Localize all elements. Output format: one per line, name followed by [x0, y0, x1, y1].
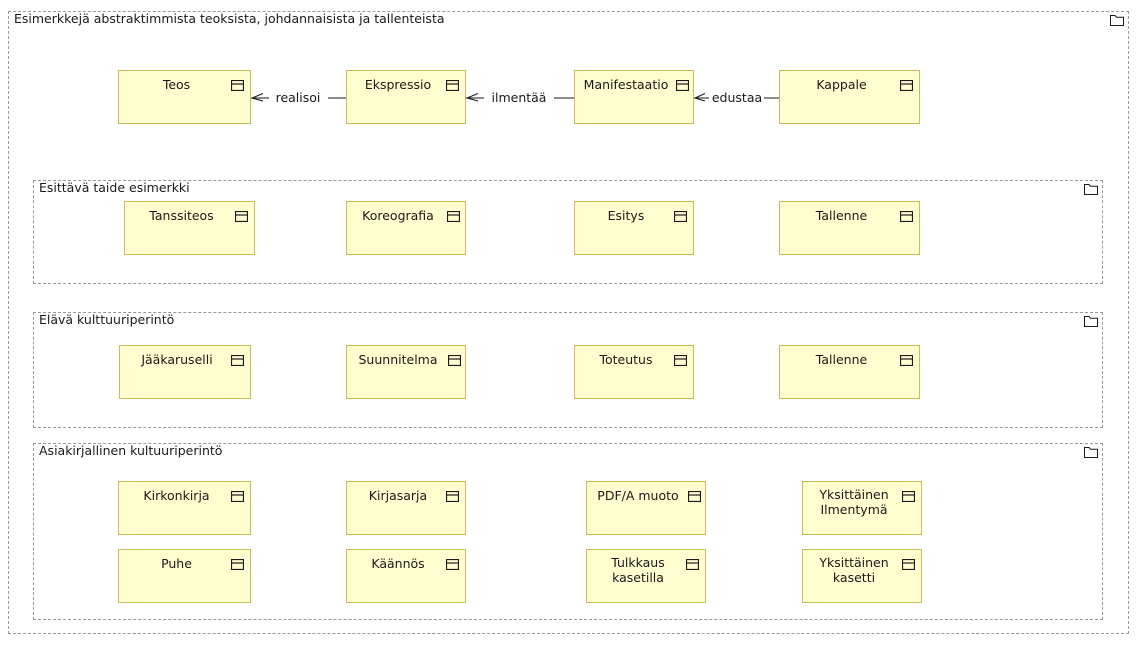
node-label: PDF/A muoto	[597, 488, 679, 503]
folder-icon	[1084, 184, 1098, 195]
node-esitys[interactable]: Esitys	[574, 201, 694, 255]
node-kaannos[interactable]: Käännös	[346, 549, 466, 603]
class-icon	[674, 211, 687, 222]
folder-icon	[1084, 447, 1098, 458]
node-label: Yksittäinen kasetti	[819, 555, 889, 585]
node-label: Koreografia	[362, 208, 434, 223]
node-kirkonkirja[interactable]: Kirkonkirja	[118, 481, 251, 535]
connector-ilmentaa	[466, 93, 574, 102]
node-teos[interactable]: Teos	[118, 70, 251, 124]
node-label: Kappale	[816, 77, 867, 92]
class-icon	[446, 559, 459, 570]
frame-living-heritage	[33, 312, 1103, 428]
node-label: Toteutus	[599, 352, 653, 367]
class-icon	[446, 80, 459, 91]
node-label: Tallenne	[815, 208, 868, 223]
connector-label-ilmentaa: ilmentää	[491, 90, 547, 105]
node-label: Teos	[162, 77, 191, 92]
connector-edustaa	[694, 93, 779, 102]
frame-title-living-heritage: Elävä kulttuuriperintö	[37, 312, 177, 327]
class-icon	[447, 211, 460, 222]
node-label: Tulkkaus kasetilla	[611, 555, 665, 585]
class-icon	[235, 211, 248, 222]
node-tulkkaus-kasetilla[interactable]: Tulkkaus kasetilla	[586, 549, 706, 603]
class-icon	[900, 211, 913, 222]
node-manifestaatio[interactable]: Manifestaatio	[574, 70, 694, 124]
folder-icon	[1084, 316, 1098, 327]
node-label: Kirjasarja	[368, 488, 428, 503]
node-yksittainen-ilmentyma[interactable]: Yksittäinen Ilmentymä	[802, 481, 922, 535]
node-pdfa-muoto[interactable]: PDF/A muoto	[586, 481, 706, 535]
class-icon	[446, 491, 459, 502]
class-icon	[900, 355, 913, 366]
frame-title-performing-arts: Esittävä taide esimerkki	[37, 180, 192, 195]
node-label: Kirkonkirja	[143, 488, 210, 503]
node-kappale[interactable]: Kappale	[779, 70, 920, 124]
node-tallenne-living[interactable]: Tallenne	[779, 345, 920, 399]
node-label: Ekspressio	[364, 77, 432, 92]
frame-documentary-heritage	[33, 443, 1103, 620]
node-label: Jääkaruselli	[141, 352, 213, 367]
node-tallenne-performing[interactable]: Tallenne	[779, 201, 920, 255]
node-puhe[interactable]: Puhe	[118, 549, 251, 603]
class-icon	[686, 559, 699, 570]
frame-abstract-works	[8, 11, 1129, 634]
node-label: Puhe	[161, 556, 192, 571]
node-label: Manifestaatio	[583, 77, 669, 92]
node-label: Suunnitelma	[358, 352, 438, 367]
node-label: Tallenne	[815, 352, 868, 367]
node-label: Käännös	[371, 556, 425, 571]
class-icon	[902, 559, 915, 570]
class-icon	[231, 491, 244, 502]
node-label: Tanssiteos	[149, 208, 214, 223]
class-icon	[674, 355, 687, 366]
node-tanssiteos[interactable]: Tanssiteos	[124, 201, 255, 255]
connector-label-edustaa: edustaa	[711, 90, 763, 105]
node-suunnitelma[interactable]: Suunnitelma	[346, 345, 466, 399]
class-icon	[902, 491, 915, 502]
node-label: Esitys	[607, 208, 645, 223]
class-icon	[231, 559, 244, 570]
class-icon	[448, 355, 461, 366]
class-icon	[688, 491, 701, 502]
connector-label-realisoi: realisoi	[275, 90, 321, 105]
connector-realisoi	[251, 93, 346, 102]
node-yksittainen-kasetti[interactable]: Yksittäinen kasetti	[802, 549, 922, 603]
node-jaakaruselli[interactable]: Jääkaruselli	[119, 345, 251, 399]
node-kirjasarja[interactable]: Kirjasarja	[346, 481, 466, 535]
class-icon	[231, 355, 244, 366]
node-toteutus[interactable]: Toteutus	[574, 345, 694, 399]
frame-title-documentary-heritage: Asiakirjallinen kultuuriperintö	[37, 443, 225, 458]
frame-title-abstract-works: Esimerkkejä abstraktimmista teoksista, j…	[12, 11, 447, 26]
class-icon	[231, 80, 244, 91]
folder-icon	[1110, 15, 1124, 26]
node-ekspressio[interactable]: Ekspressio	[346, 70, 466, 124]
node-label: Yksittäinen Ilmentymä	[819, 487, 889, 517]
class-icon	[900, 80, 913, 91]
frame-performing-arts	[33, 180, 1103, 284]
node-koreografia[interactable]: Koreografia	[346, 201, 466, 255]
class-icon	[676, 80, 689, 91]
